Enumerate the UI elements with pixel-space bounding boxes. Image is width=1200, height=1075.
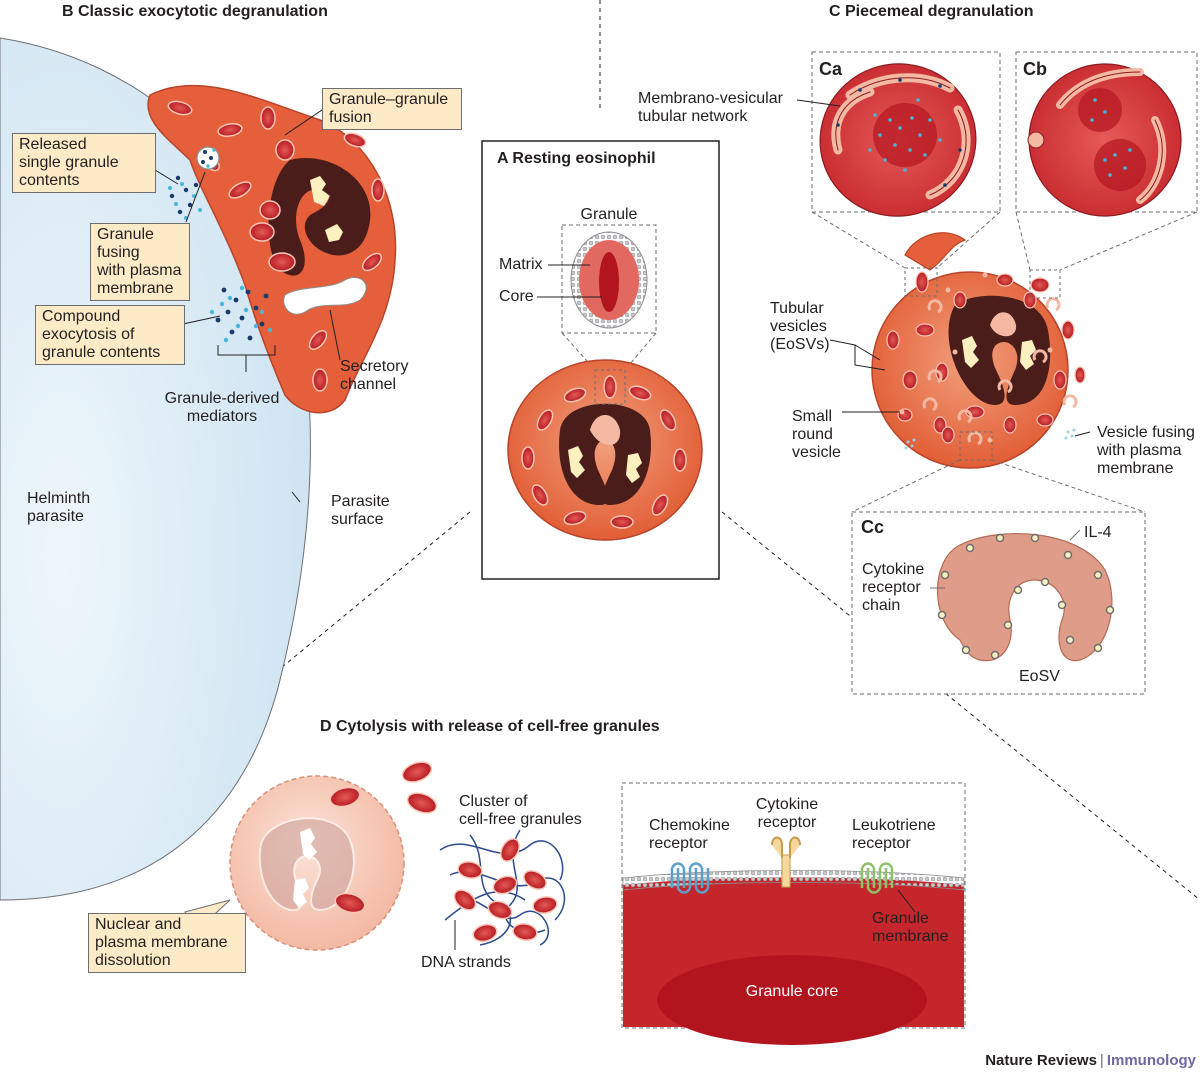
helminth-parasite-label: Helminth parasite [27, 490, 91, 525]
cytokine-receptor-label: Cytokine receptor [755, 796, 819, 831]
title-panel-b: B Classic exocytotic degranulation [62, 3, 328, 20]
tubular-vesicles-label: Tubular vesicles (EoSVs) [770, 300, 830, 353]
membrano-vesicular-label: Membrano-vesicular tubular network [638, 90, 783, 125]
panel-c-leader-lines [796, 99, 1091, 437]
chemokine-receptor-label: Chemokine receptor [649, 817, 730, 852]
il4-label: IL-4 [1084, 524, 1112, 541]
matrix-label: Matrix [499, 256, 543, 273]
released-granule-dots [168, 175, 273, 343]
panel-a-resting-eosinophil [481, 140, 720, 580]
dna-strands-label: DNA strands [421, 954, 511, 971]
granule-membrane-label: Granule membrane [872, 910, 949, 945]
piecemeal-eosinophil [871, 232, 1086, 469]
panel-ca-label: Ca [819, 59, 843, 79]
eosv-label: EoSV [1019, 668, 1060, 685]
mediators-bracket [217, 345, 276, 372]
parasite-surface-label: Parasite surface [331, 493, 390, 528]
title-panel-a: A Resting eosinophil [497, 150, 656, 167]
title-panel-c: C Piecemeal degranulation [829, 3, 1034, 20]
granule-core-label: Granule core [745, 983, 839, 1000]
journal-credit: Nature Reviews|Immunology [985, 1052, 1196, 1069]
journal-name: Immunology [1106, 1052, 1196, 1069]
cluster-label: Cluster of cell-free granules [459, 793, 582, 828]
core-label: Core [499, 288, 534, 305]
publisher-name: Nature Reviews [985, 1052, 1097, 1069]
released-single-granule-box: Released single granule contents [12, 133, 156, 193]
leukotriene-receptor-label: Leukotriene receptor [852, 817, 936, 852]
vesicle-fusing-label: Vesicle fusing with plasma membrane [1097, 424, 1195, 477]
panel-c-zoom-boxes [811, 51, 1198, 695]
granule-fusing-box: Granule fusing with plasma membrane [90, 223, 190, 301]
compound-exocytosis-box: Compound exocytosis of granule contents [35, 305, 185, 365]
leukotriene-receptor-icon [860, 862, 894, 894]
panel-cc-label: Cc [861, 517, 885, 537]
secretory-channel-label: Secretory channel [340, 358, 409, 393]
chemokine-receptor-icon [670, 862, 710, 894]
cytokine-receptor-chain-label: Cytokine receptor chain [862, 561, 925, 614]
granule-derived-mediators-label: Granule-derived mediators [164, 390, 280, 425]
panel-cb-label: Cb [1023, 59, 1047, 79]
title-panel-d: D Cytolysis with release of cell-free gr… [320, 718, 660, 735]
granule-label: Granule [580, 206, 638, 223]
panel-d-cytolysis [229, 761, 966, 1045]
nuclear-dissolution-box: Nuclear and plasma membrane dissolution [88, 913, 246, 973]
granule-granule-fusion-box: Granule–granule fusion [322, 88, 462, 130]
small-round-vesicle-label: Small round vesicle [792, 408, 841, 461]
cytokine-receptor-icon [771, 836, 801, 888]
credit-separator: | [1099, 1052, 1104, 1069]
